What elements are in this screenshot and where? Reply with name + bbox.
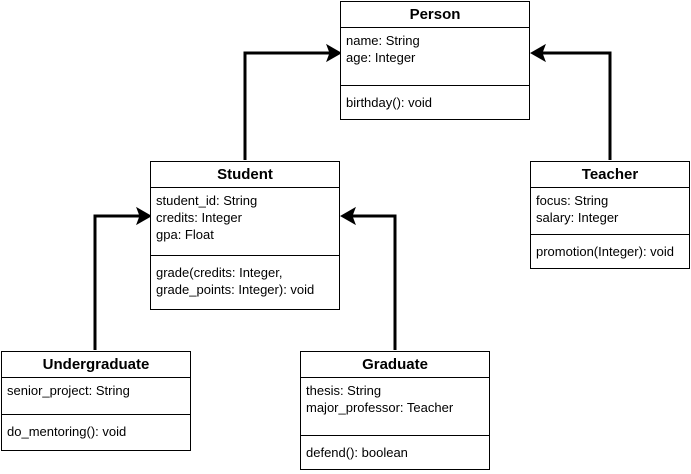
edge-undergraduate-student [93,214,140,350]
attribute: name: String [346,33,420,48]
class-title: Person [341,2,529,28]
edge-graduate-student [352,214,397,350]
attribute: senior_project: String [7,383,130,398]
class-attributes: thesis: String major_professor: Teacher [301,378,489,436]
attribute: credits: Integer [156,210,242,225]
class-attributes: senior_project: String [2,378,190,415]
arrowhead-icon [136,206,153,226]
method: grade_points: Integer): void [156,282,315,297]
class-attributes: name: String age: Integer [341,28,529,86]
method: promotion(Integer): void [536,244,675,259]
edge-teacher-person [542,51,612,160]
attribute: salary: Integer [536,210,619,225]
class-teacher[interactable]: Teacher focus: String salary: Integer pr… [530,161,690,269]
attribute: major_professor: Teacher [306,400,454,415]
class-methods: promotion(Integer): void [531,235,689,260]
method: defend(): boolean [306,445,408,460]
attribute: focus: String [536,193,609,208]
method: birthday(): void [346,95,432,110]
class-methods: birthday(): void [341,86,529,111]
attribute: student_id: String [156,193,258,208]
class-methods: do_mentoring(): void [2,415,190,440]
class-student[interactable]: Student student_id: String credits: Inte… [150,161,340,310]
method: do_mentoring(): void [7,424,127,439]
edge-student-person [243,51,330,160]
class-graduate[interactable]: Graduate thesis: String major_professor:… [300,351,490,470]
class-attributes: student_id: String credits: Integer gpa:… [151,188,339,256]
class-title: Student [151,162,339,188]
class-undergraduate[interactable]: Undergraduate senior_project: String do_… [1,351,191,451]
arrowhead-icon [326,43,343,63]
arrowhead-icon [529,43,546,63]
class-title: Undergraduate [2,352,190,378]
class-title: Teacher [531,162,689,188]
class-title: Graduate [301,352,489,378]
attribute: thesis: String [306,383,382,398]
attribute: age: Integer [346,50,416,65]
arrowhead-icon [339,206,356,226]
class-attributes: focus: String salary: Integer [531,188,689,235]
class-methods: defend(): boolean [301,436,489,461]
method: grade(credits: Integer, [156,265,283,280]
class-methods: grade(credits: Integer, grade_points: In… [151,256,339,298]
class-person[interactable]: Person name: String age: Integer birthda… [340,1,530,120]
attribute: gpa: Float [156,227,214,242]
